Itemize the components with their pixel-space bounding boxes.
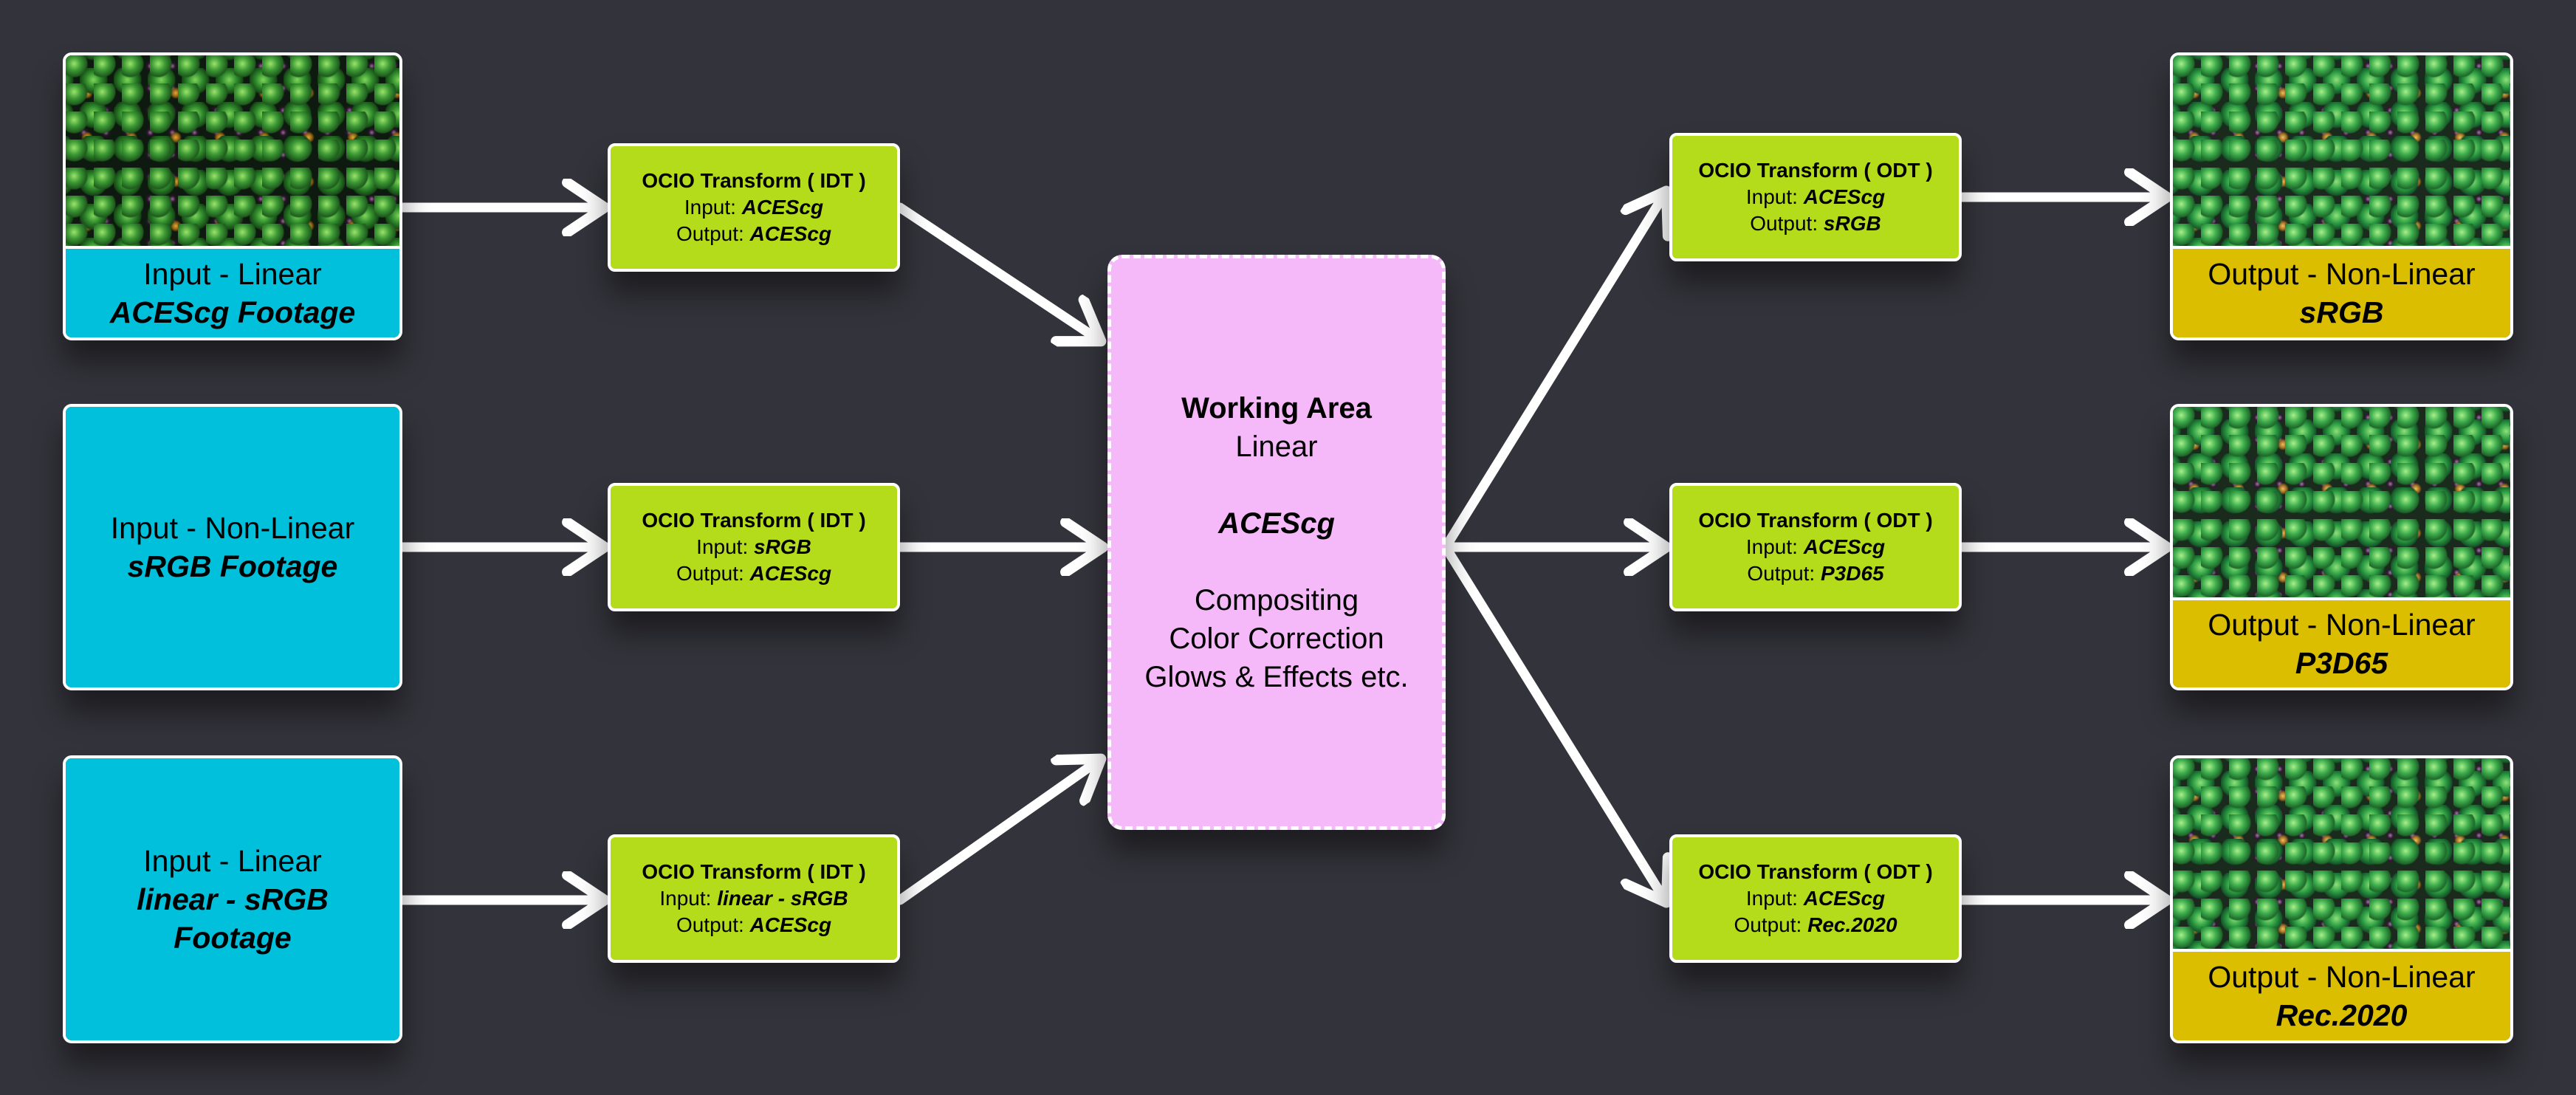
input-node-srgb: Input - Non-Linear sRGB Footage	[63, 404, 402, 690]
input-label: Input - Linear ACEScg Footage	[66, 249, 399, 337]
input-label: Input:	[684, 196, 736, 219]
transform-title: OCIO Transform ( IDT )	[642, 509, 866, 532]
transform-title: OCIO Transform ( ODT )	[1698, 860, 1933, 883]
output-type: Output - Non-Linear	[2208, 608, 2476, 642]
working-subtitle: Linear	[1235, 430, 1318, 463]
input-label: Input - Linear linear - sRGB Footage	[66, 758, 399, 1040]
output-value: ACEScg	[749, 913, 832, 936]
output-label: Output - Non-Linear P3D65	[2173, 600, 2510, 687]
input-value: ACEScg	[1803, 887, 1886, 910]
idt-transform-3: OCIO Transform ( IDT ) Input: linear - s…	[608, 834, 900, 963]
input-type: Input - Non-Linear	[110, 511, 355, 545]
input-label: Input:	[659, 887, 712, 910]
input-label: Input:	[1745, 185, 1798, 208]
output-label: Output:	[1750, 212, 1818, 235]
output-label: Output - Non-Linear Rec.2020	[2173, 952, 2510, 1040]
output-node-srgb: Output - Non-Linear sRGB	[2170, 52, 2513, 340]
output-value: ACEScg	[749, 562, 832, 585]
output-node-rec2020: Output - Non-Linear Rec.2020	[2170, 755, 2513, 1043]
output-value: Rec.2020	[1807, 913, 1897, 936]
output-value: sRGB	[1823, 212, 1881, 235]
input-space-suffix: Footage	[174, 921, 292, 955]
output-label: Output:	[676, 913, 744, 936]
input-space: ACEScg Footage	[109, 295, 356, 329]
input-label: Input:	[1745, 535, 1798, 558]
output-value: P3D65	[1821, 562, 1884, 585]
input-value: sRGB	[754, 535, 811, 558]
output-space: P3D65	[2295, 646, 2388, 680]
task-compositing: Compositing	[1194, 583, 1359, 617]
input-space: sRGB Footage	[127, 549, 338, 583]
input-node-acescg: Input - Linear ACEScg Footage	[63, 52, 402, 340]
input-node-linear-srgb: Input - Linear linear - sRGB Footage	[63, 755, 402, 1043]
input-value: ACEScg	[741, 196, 824, 219]
transform-title: OCIO Transform ( IDT )	[642, 169, 866, 192]
input-value: ACEScg	[1803, 535, 1886, 558]
input-value: linear - sRGB	[717, 887, 848, 910]
output-label: Output:	[1747, 562, 1816, 585]
output-thumbnail	[2173, 758, 2510, 952]
output-node-p3d65: Output - Non-Linear P3D65	[2170, 404, 2513, 690]
output-label: Output:	[676, 222, 744, 245]
output-value: ACEScg	[749, 222, 832, 245]
output-thumbnail	[2173, 407, 2510, 600]
odt-transform-2: OCIO Transform ( ODT ) Input: ACEScg Out…	[1669, 483, 1962, 611]
arrow-idt1-working	[895, 202, 1099, 340]
output-thumbnail	[2173, 55, 2510, 249]
working-space: ACEScg	[1218, 507, 1335, 540]
idt-transform-1: OCIO Transform ( IDT ) Input: ACEScg Out…	[608, 143, 900, 272]
arrow-working-odt3	[1440, 542, 1665, 900]
arrow-working-odt1	[1440, 193, 1665, 552]
odt-transform-1: OCIO Transform ( ODT ) Input: ACEScg Out…	[1669, 133, 1962, 261]
transform-title: OCIO Transform ( ODT )	[1698, 509, 1933, 532]
input-space: linear - sRGB	[137, 882, 329, 916]
input-type: Input - Linear	[143, 257, 322, 291]
transform-title: OCIO Transform ( ODT )	[1698, 159, 1933, 182]
footage-thumbnail	[66, 55, 399, 249]
output-type: Output - Non-Linear	[2208, 960, 2476, 994]
output-label: Output - Non-Linear sRGB	[2173, 249, 2510, 337]
input-label: Input:	[1745, 887, 1798, 910]
output-space: sRGB	[2299, 295, 2384, 329]
task-color-correction: Color Correction	[1169, 622, 1384, 655]
output-space: Rec.2020	[2276, 998, 2408, 1032]
odt-transform-3: OCIO Transform ( ODT ) Input: ACEScg Out…	[1669, 834, 1962, 963]
input-label: Input:	[696, 535, 749, 558]
output-label: Output:	[676, 562, 744, 585]
transform-title: OCIO Transform ( IDT )	[642, 860, 866, 883]
working-area: Working Area Linear ACEScg Compositing C…	[1107, 255, 1446, 830]
arrow-idt3-working	[895, 761, 1099, 905]
input-type: Input - Linear	[143, 844, 322, 878]
working-title: Working Area	[1181, 391, 1372, 425]
input-label: Input - Non-Linear sRGB Footage	[66, 407, 399, 687]
output-label: Output:	[1734, 913, 1802, 936]
idt-transform-2: OCIO Transform ( IDT ) Input: sRGB Outpu…	[608, 483, 900, 611]
output-type: Output - Non-Linear	[2208, 257, 2476, 291]
task-glows-effects: Glows & Effects etc.	[1144, 660, 1409, 693]
input-value: ACEScg	[1803, 185, 1886, 208]
